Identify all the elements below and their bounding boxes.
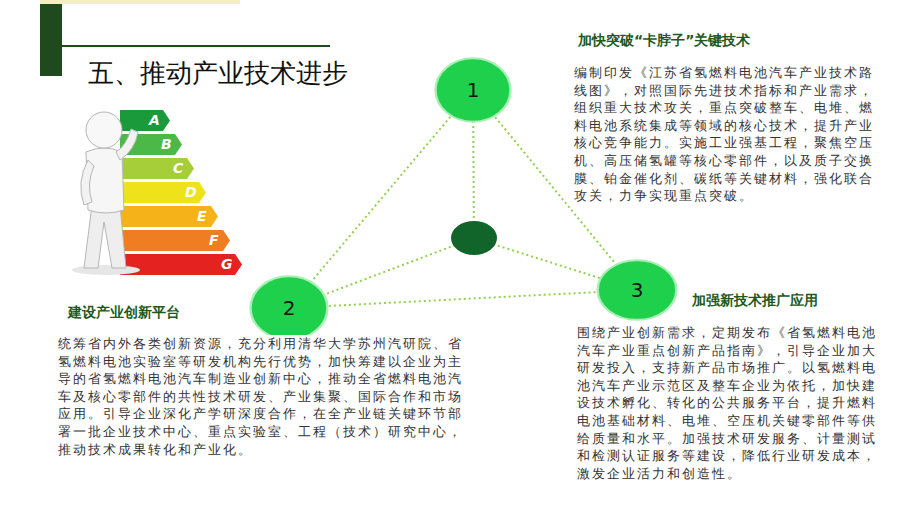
- dotted-connector: [312, 117, 450, 281]
- section-heading: 加强新技术推广应用: [692, 292, 818, 310]
- top-strip: [40, 0, 240, 4]
- section-body: 围绕产业创新需求，定期发布《省氢燃料电池汽车产业重点创新产品指南》，引导企业加大…: [577, 324, 889, 482]
- dotted-connector: [329, 292, 596, 306]
- numbered-circle: 1: [434, 57, 512, 123]
- title-bar: [40, 4, 62, 76]
- numbered-circle: 2: [249, 275, 329, 341]
- callout-number: 1: [467, 78, 480, 102]
- person-figure: [72, 112, 140, 275]
- rating-letter: F: [209, 230, 219, 251]
- numbered-circle: 3: [596, 259, 678, 321]
- section-heading: 加快突破“卡脖子”关键技术: [578, 32, 750, 50]
- callout-number: 2: [283, 296, 296, 320]
- slide-title: 五、推动产业技术进步: [88, 56, 348, 91]
- rating-letter: A: [149, 110, 160, 131]
- hub-circle: [451, 221, 497, 255]
- rating-letter: B: [161, 134, 172, 155]
- rating-letter: D: [185, 182, 197, 203]
- section-heading: 建设产业创新平台: [68, 304, 180, 322]
- section-body: 统筹省内外各类创新资源，充分利用清华大学苏州汽研院、省氢燃料电池实验室等研发机构…: [58, 335, 476, 458]
- section-body: 编制印发《江苏省氢燃料电池汽车产业技术路线图》，对照国际先进技术指标和产业需求，…: [574, 64, 880, 205]
- energy-bars: [120, 110, 242, 275]
- rating-letter: C: [173, 158, 183, 179]
- title-rule: [62, 45, 330, 47]
- rating-letter: E: [197, 206, 207, 227]
- callout-number: 3: [631, 278, 644, 302]
- rating-letter: G: [221, 254, 233, 275]
